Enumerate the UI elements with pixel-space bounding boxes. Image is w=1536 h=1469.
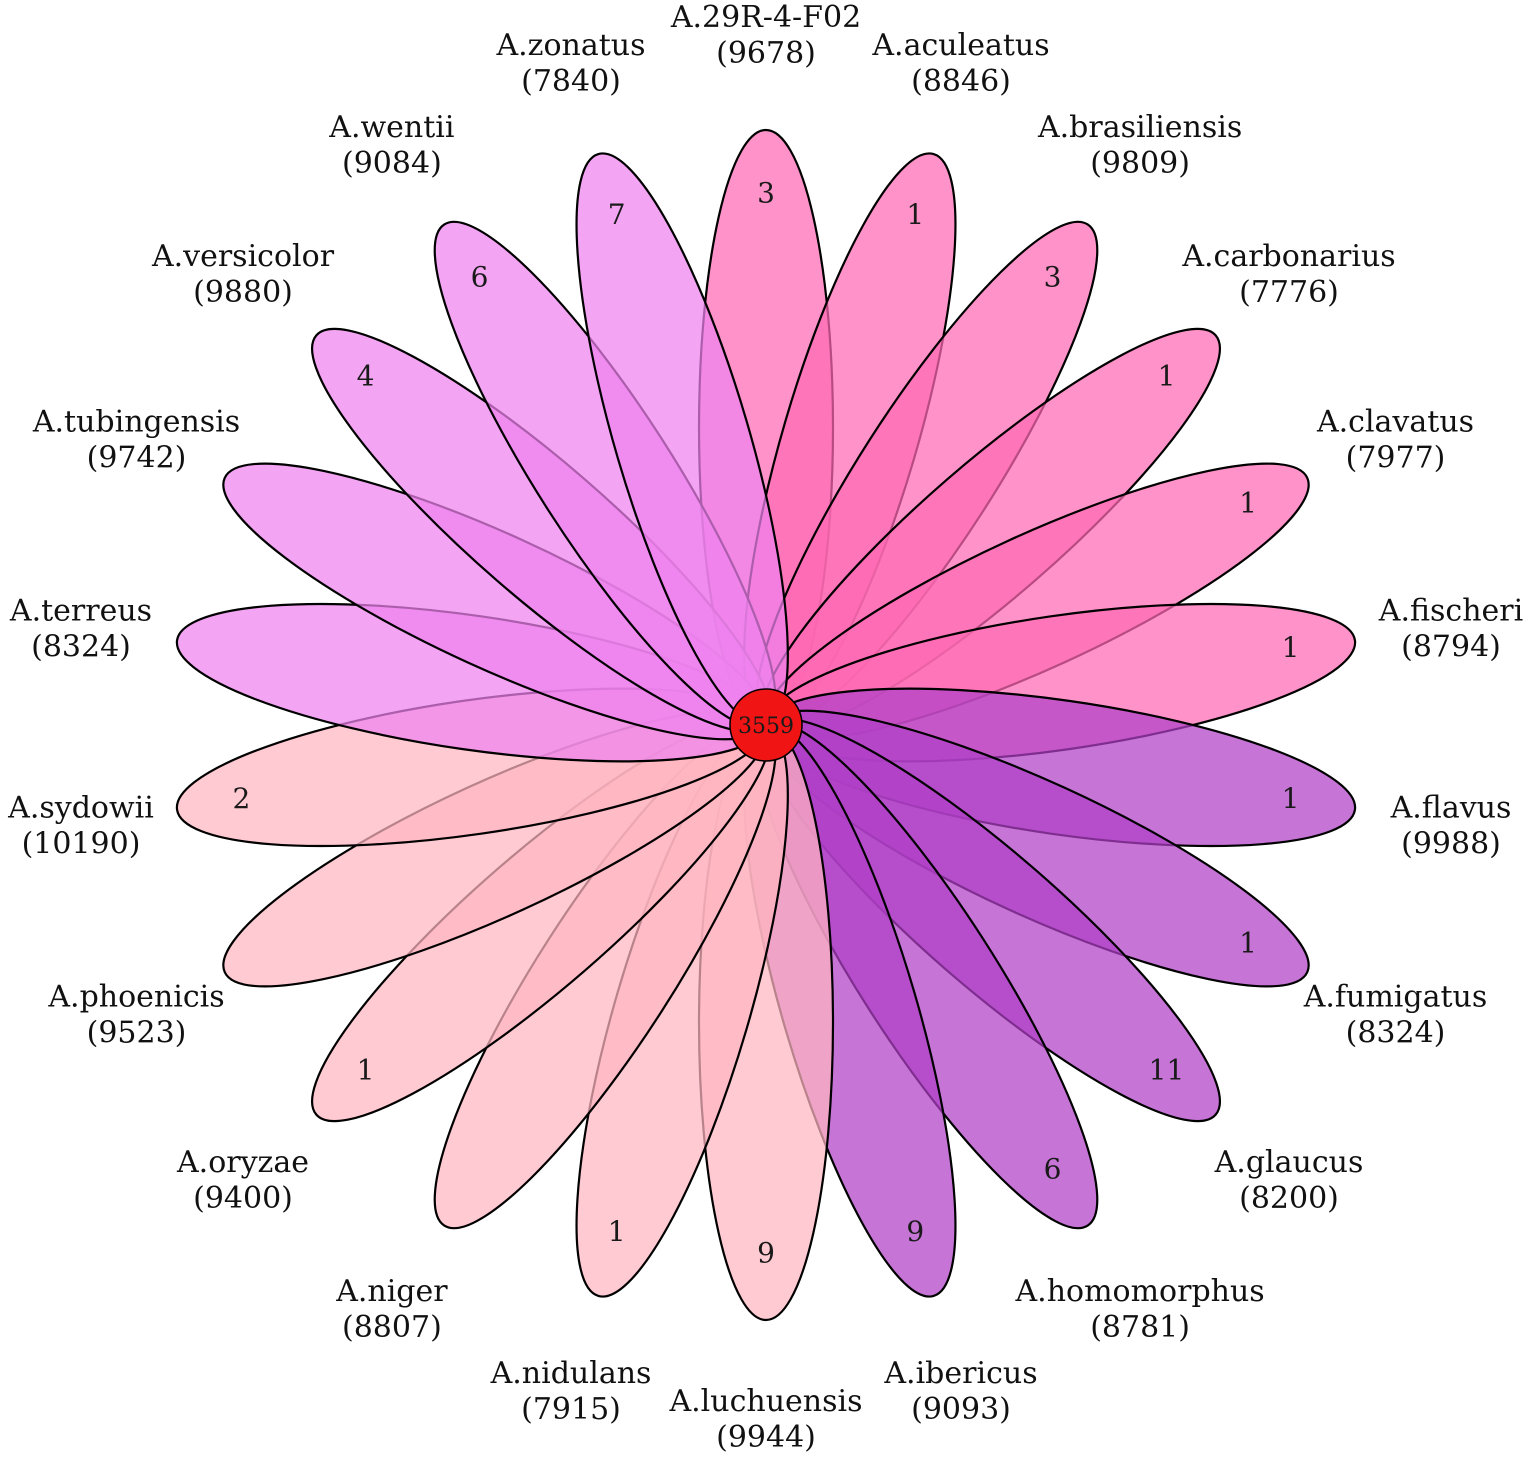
species-total: (8324) <box>1346 1016 1446 1051</box>
species-name: A.clavatus <box>1316 405 1474 440</box>
unique-count-a-aculeatus: 1 <box>906 198 924 231</box>
unique-count-a-versicolor: 4 <box>357 359 375 392</box>
species-label-a-flavus: A.flavus(9988) <box>1390 791 1512 862</box>
unique-count-a-carbonarius: 1 <box>1158 359 1176 392</box>
species-total: (8794) <box>1401 630 1501 665</box>
species-name: A.versicolor <box>151 239 335 274</box>
species-total: (9742) <box>87 441 187 476</box>
species-label-a-phoenicis: A.phoenicis(9523) <box>47 980 224 1051</box>
unique-count-a-glaucus: 11 <box>1149 1054 1185 1087</box>
species-name: A.oryzae <box>176 1145 309 1180</box>
species-total: (7915) <box>521 1392 621 1427</box>
species-label-a-clavatus: A.clavatus(7977) <box>1316 405 1474 476</box>
species-label-a-homomorphus: A.homomorphus(8781) <box>1015 1274 1265 1345</box>
species-label-a-fischeri: A.fischeri(8794) <box>1378 594 1523 665</box>
species-label-a-carbonarius: A.carbonarius(7776) <box>1181 239 1395 310</box>
species-total: (9084) <box>342 146 442 181</box>
unique-count-a-sydowii: 2 <box>232 782 250 815</box>
species-total: (8200) <box>1239 1181 1339 1216</box>
unique-count-a-oryzae: 1 <box>357 1054 375 1087</box>
species-total: (9400) <box>193 1181 293 1216</box>
unique-count-a-wentii: 6 <box>471 261 489 294</box>
species-label-a-29r-4-f02: A.29R-4-F02(9678) <box>670 0 861 71</box>
species-total: (9988) <box>1401 827 1501 862</box>
species-name: A.phoenicis <box>47 980 224 1015</box>
species-label-a-aculeatus: A.aculeatus(8846) <box>871 28 1049 99</box>
unique-count-a-zonatus: 7 <box>608 198 626 231</box>
species-name: A.wentii <box>328 110 454 145</box>
species-name: A.zonatus <box>495 28 645 63</box>
core-group: 3559 <box>729 688 803 762</box>
species-name: A.niger <box>335 1274 448 1309</box>
unique-count-a-clavatus: 1 <box>1239 486 1257 519</box>
species-name: A.luchuensis <box>668 1384 862 1419</box>
species-total: (9880) <box>193 275 293 310</box>
species-label-a-brasiliensis: A.brasiliensis(9809) <box>1037 110 1242 181</box>
species-total: (9809) <box>1090 146 1190 181</box>
species-name: A.tubingensis <box>32 405 240 440</box>
species-labels-layer: A.29R-4-F02(9678)A.aculeatus(8846)A.bras… <box>7 0 1523 1455</box>
species-label-a-zonatus: A.zonatus(7840) <box>495 28 645 99</box>
unique-count-a-fumigatus: 1 <box>1239 927 1257 960</box>
species-total: (8807) <box>342 1310 442 1345</box>
species-total: (8781) <box>1090 1310 1190 1345</box>
species-total: (9944) <box>716 1420 816 1455</box>
species-label-a-fumigatus: A.fumigatus(8324) <box>1303 980 1488 1051</box>
species-name: A.ibericus <box>883 1356 1037 1391</box>
unique-count-a-fischeri: 1 <box>1282 631 1300 664</box>
core-value: 3559 <box>738 714 794 739</box>
species-total: (9093) <box>911 1392 1011 1427</box>
unique-count-a-nidulans: 1 <box>608 1215 626 1248</box>
species-label-a-terreus: A.terreus(8324) <box>9 594 152 665</box>
species-total: (9523) <box>87 1016 187 1051</box>
species-label-a-wentii: A.wentii(9084) <box>328 110 454 181</box>
species-label-a-versicolor: A.versicolor(9880) <box>151 239 335 310</box>
species-label-a-tubingensis: A.tubingensis(9742) <box>32 405 240 476</box>
species-total: (7840) <box>521 64 621 99</box>
unique-count-a-luchuensis: 9 <box>757 1237 775 1270</box>
species-total: (7977) <box>1346 441 1446 476</box>
species-total: (9678) <box>716 36 816 71</box>
species-name: A.flavus <box>1390 791 1512 826</box>
unique-count-a-brasiliensis: 3 <box>1044 261 1062 294</box>
species-label-a-sydowii: A.sydowii(10190) <box>7 791 154 862</box>
species-name: A.glaucus <box>1214 1145 1364 1180</box>
species-label-a-ibericus: A.ibericus(9093) <box>883 1356 1037 1427</box>
species-name: A.homomorphus <box>1015 1274 1265 1309</box>
species-total: (7776) <box>1239 275 1339 310</box>
species-name: A.brasiliensis <box>1037 110 1242 145</box>
species-label-a-luchuensis: A.luchuensis(9944) <box>668 1384 862 1455</box>
species-total: (8846) <box>911 64 1011 99</box>
species-label-a-niger: A.niger(8807) <box>335 1274 448 1345</box>
species-name: A.nidulans <box>490 1356 652 1391</box>
species-label-a-nidulans: A.nidulans(7915) <box>490 1356 652 1427</box>
species-name: A.terreus <box>9 594 152 629</box>
species-label-a-oryzae: A.oryzae(9400) <box>176 1145 309 1216</box>
unique-count-a-ibericus: 9 <box>906 1215 924 1248</box>
unique-count-a-29r-4-f02: 3 <box>757 177 775 210</box>
species-name: A.carbonarius <box>1181 239 1395 274</box>
species-name: A.29R-4-F02 <box>670 0 861 35</box>
unique-count-a-flavus: 1 <box>1282 782 1300 815</box>
species-name: A.fumigatus <box>1303 980 1488 1015</box>
species-total: (10190) <box>22 827 141 862</box>
species-name: A.sydowii <box>7 791 154 826</box>
species-name: A.aculeatus <box>871 28 1049 63</box>
core-circle <box>729 688 803 762</box>
unique-count-a-homomorphus: 6 <box>1044 1152 1062 1185</box>
species-label-a-glaucus: A.glaucus(8200) <box>1214 1145 1364 1216</box>
species-name: A.fischeri <box>1378 594 1523 629</box>
species-total: (8324) <box>31 630 131 665</box>
